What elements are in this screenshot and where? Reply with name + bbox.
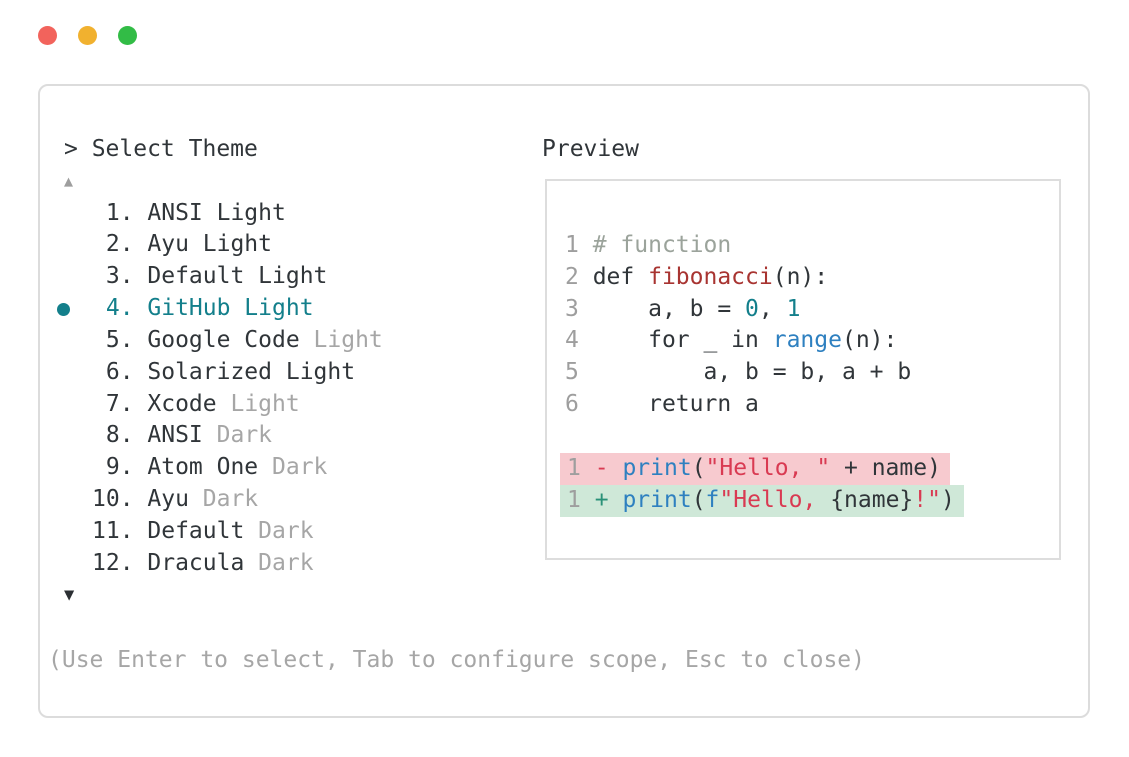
bullet-slot	[57, 261, 92, 293]
theme-item-number: 4.	[92, 295, 134, 322]
code-line: 2 def fibonacci(n):	[565, 263, 829, 290]
theme-list-item[interactable]: 7. Xcode Light	[57, 389, 383, 421]
theme-item-label: Google Code Light	[147, 326, 383, 353]
theme-selector-panel: > Select Theme ▲ 1. ANSI Light 2. Ayu Ligh…	[38, 84, 1090, 718]
theme-item-label: Ayu Light	[147, 231, 272, 258]
help-text: (Use Enter to select, Tab to configure s…	[48, 647, 865, 673]
bullet-slot	[57, 548, 92, 580]
code-line: 1 # function	[565, 232, 732, 258]
preview-label: Preview	[542, 136, 639, 162]
code-block: 1 # function 2 def fibonacci(n): 3 a, b = …	[565, 230, 911, 421]
code-line: 4 for _ in range(n):	[565, 327, 898, 354]
theme-item-number: 8.	[92, 422, 134, 449]
theme-item-label: ANSI Dark	[147, 422, 273, 449]
theme-item-label: GitHub Light	[147, 295, 314, 322]
theme-item-number: 7.	[92, 390, 134, 417]
bullet-slot	[57, 229, 92, 261]
theme-item-number: 9.	[92, 454, 134, 481]
diff-line: 1 + print(f"Hello, {name}!")	[560, 484, 964, 517]
theme-list-item[interactable]: 3. Default Light	[57, 261, 383, 293]
theme-item-number: 2.	[92, 231, 134, 258]
bullet-slot	[57, 484, 92, 516]
theme-list-item[interactable]: 6. Solarized Light	[57, 357, 383, 389]
close-window-button[interactable]	[38, 26, 57, 45]
minimize-window-button[interactable]	[78, 26, 97, 45]
theme-list-item[interactable]: 10. Ayu Dark	[57, 484, 383, 516]
theme-item-label: ANSI Light	[147, 199, 286, 226]
theme-list: 1. ANSI Light 2. Ayu Light 3. Default Light…	[57, 198, 383, 580]
theme-list-item[interactable]: 8. ANSI Dark	[57, 420, 383, 452]
code-line: 3 a, b = 0, 1	[565, 295, 801, 322]
theme-item-label: Solarized Light	[147, 358, 356, 385]
theme-list-column: > Select Theme ▲ 1. ANSI Light 2. Ayu Ligh…	[57, 134, 383, 611]
theme-item-number: 11.	[92, 517, 134, 544]
theme-list-item[interactable]: 9. Atom One Dark	[57, 452, 383, 484]
theme-item-number: 1.	[92, 199, 134, 226]
code-line: 5 a, b = b, a + b	[565, 359, 912, 386]
bullet-slot	[57, 325, 92, 357]
theme-item-label: Ayu Dark	[147, 486, 259, 513]
theme-list-item[interactable]: 1. ANSI Light	[57, 198, 383, 230]
scroll-up-icon[interactable]: ▲	[64, 171, 74, 190]
code-line: 6 return a	[565, 391, 759, 418]
diff-line: 1 - print("Hello, " + name)	[560, 453, 964, 485]
theme-item-number: 10.	[92, 486, 134, 513]
bullet-slot	[57, 420, 92, 452]
theme-item-label: Dracula Dark	[147, 549, 314, 576]
bullet-slot	[57, 357, 92, 389]
theme-item-number: 5.	[92, 326, 134, 353]
theme-item-label: Default Light	[147, 263, 328, 290]
theme-list-item[interactable]: 12. Dracula Dark	[57, 548, 383, 580]
window-controls	[38, 26, 137, 45]
bullet-slot	[57, 198, 92, 230]
theme-item-number: 12.	[92, 549, 134, 576]
preview-box: 1 # function 2 def fibonacci(n): 3 a, b = …	[545, 179, 1061, 560]
theme-list-item[interactable]: 2. Ayu Light	[57, 229, 383, 261]
theme-item-number: 6.	[92, 358, 134, 385]
selected-bullet-icon	[57, 293, 92, 325]
theme-item-label: Default Dark	[147, 517, 314, 544]
theme-list-item[interactable]: 11. Default Dark	[57, 516, 383, 548]
bullet-slot	[57, 452, 92, 484]
theme-item-label: Xcode Light	[147, 390, 300, 417]
bullet-slot	[57, 516, 92, 548]
scroll-down-icon[interactable]: ▼	[64, 584, 75, 605]
diff-block: 1 - print("Hello, " + name)1 + print(f"H…	[560, 453, 964, 517]
theme-list-item[interactable]: 5. Google Code Light	[57, 325, 383, 357]
theme-list-item[interactable]: 4. GitHub Light	[57, 293, 383, 325]
theme-item-label: Atom One Dark	[147, 454, 328, 481]
panel-title: > Select Theme	[64, 136, 258, 162]
bullet-slot	[57, 389, 92, 421]
theme-item-number: 3.	[92, 263, 134, 290]
zoom-window-button[interactable]	[118, 26, 137, 45]
